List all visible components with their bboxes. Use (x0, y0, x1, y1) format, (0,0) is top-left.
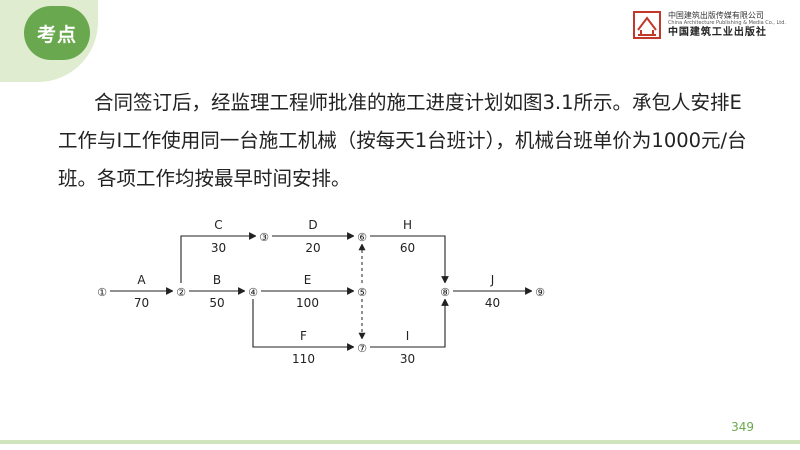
node-label: ② (176, 286, 186, 299)
activity-name-b: B (213, 273, 221, 287)
node-6: ⑥ (354, 228, 370, 244)
node-4: ④ (245, 283, 261, 299)
activity-duration-d: 20 (305, 241, 320, 255)
activity-name-c: C (214, 218, 222, 232)
network-edges (110, 232, 533, 351)
problem-paragraph: 合同签订后，经监理工程师批准的施工进度计划如图3.1所示。承包人安排E工作与I工… (58, 84, 748, 198)
activity-duration-f: 110 (292, 352, 315, 366)
publisher-name-en: China Architecture Publishing & Media Co… (667, 20, 786, 27)
node-9: ⑨ (532, 283, 548, 299)
topic-badge: 考点 (24, 6, 90, 60)
activity-arrow-i (370, 298, 449, 348)
node-7: ⑦ (354, 339, 370, 355)
node-label: ⑥ (357, 231, 367, 244)
node-label: ① (97, 286, 107, 299)
activity-name-a: A (137, 273, 146, 287)
activity-arrow-f (252, 299, 355, 351)
network-nodes: ① ② ③ ④ ⑤ ⑥ ⑦ ⑧ ⑨ (94, 228, 548, 355)
publisher-name-script: 中国建筑工业出版社 (667, 26, 767, 38)
node-label: ⑨ (535, 286, 545, 299)
node-label: ⑦ (357, 342, 367, 355)
node-8: ⑧ (437, 283, 453, 299)
activity-name-j: J (490, 273, 495, 287)
node-5: ⑤ (354, 283, 370, 299)
node-3: ③ (256, 228, 272, 244)
node-2: ② (173, 283, 189, 299)
node-label: ③ (259, 231, 269, 244)
activity-duration-j: 40 (485, 296, 500, 310)
publisher-name-cn: 中国建筑出版传媒有限公司 (667, 11, 764, 21)
node-label: ④ (248, 286, 258, 299)
publisher-logo-block: 中国建筑出版传媒有限公司 China Architecture Publishi… (632, 10, 786, 40)
problem-text: 合同签订后，经监理工程师批准的施工进度计划如图3.1所示。承包人安排E工作与I工… (58, 91, 747, 190)
activity-duration-c: 30 (211, 241, 226, 255)
page-number: 349 (731, 420, 754, 434)
publisher-logo-icon (632, 11, 661, 39)
activity-duration-a: 70 (134, 296, 149, 310)
node-label: ⑧ (440, 286, 450, 299)
activity-name-h: H (403, 218, 412, 232)
activity-arrow-h (370, 235, 449, 284)
activity-name-i: I (406, 329, 410, 343)
footer-bar (0, 440, 800, 444)
activity-duration-b: 50 (209, 296, 224, 310)
activity-duration-e: 100 (296, 296, 319, 310)
activity-arrow-c (180, 232, 257, 283)
activity-duration-h: 60 (400, 241, 415, 255)
activity-name-f: F (300, 329, 307, 343)
activity-duration-i: 30 (400, 352, 415, 366)
activity-name-e: E (304, 273, 312, 287)
node-label: ⑤ (357, 286, 367, 299)
node-1: ① (94, 283, 110, 299)
activity-name-d: D (308, 218, 317, 232)
